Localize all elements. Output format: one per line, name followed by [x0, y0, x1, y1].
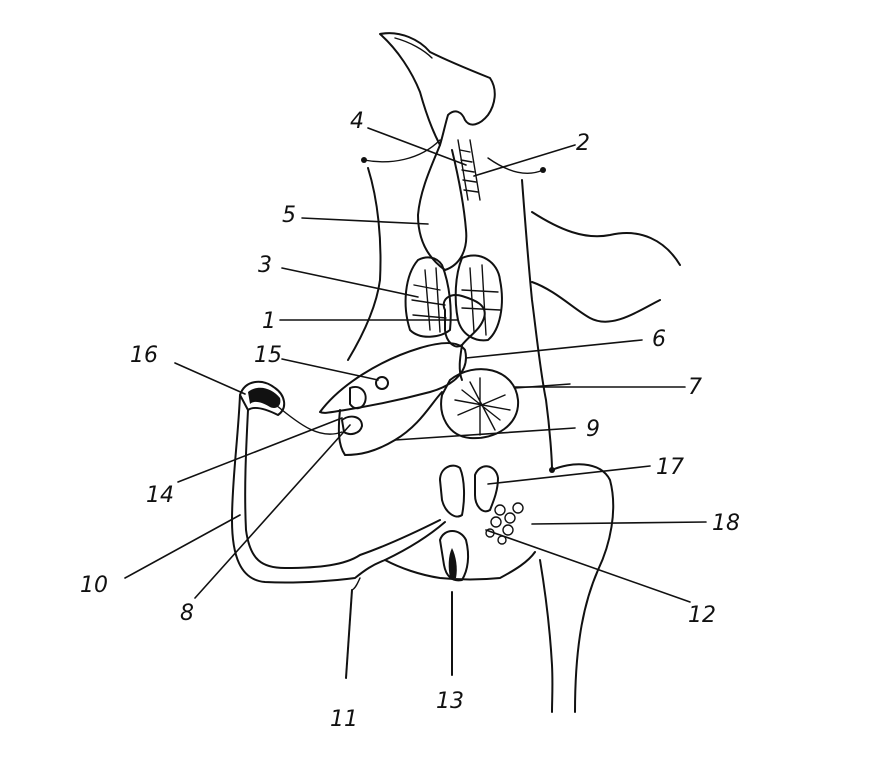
body-outline [347, 32, 681, 471]
label-1: 1 [262, 309, 276, 334]
label-10: 10 [80, 573, 108, 598]
label-11: 11 [330, 707, 358, 732]
lower-organs [345, 463, 615, 713]
number-labels: 1 2 3 4 5 6 7 8 9 10 11 12 13 14 15 16 1… [80, 109, 740, 732]
leader-lines [124, 127, 707, 603]
heart [442, 294, 486, 348]
liver-stomach [319, 342, 571, 456]
label-5: 5 [282, 203, 296, 228]
label-12: 12 [688, 603, 716, 628]
duct-loop [231, 380, 446, 584]
label-3: 3 [258, 253, 272, 278]
label-2: 2 [576, 131, 590, 156]
label-9: 9 [586, 417, 600, 442]
lung-pair [404, 254, 503, 342]
label-18: 18 [712, 511, 740, 536]
label-4: 4 [350, 109, 364, 134]
label-15: 15 [254, 343, 282, 368]
label-7: 7 [688, 375, 702, 400]
label-16: 16 [130, 343, 158, 368]
label-6: 6 [652, 327, 666, 352]
label-8: 8 [180, 601, 194, 626]
label-13: 13 [436, 689, 464, 714]
label-14: 14 [146, 483, 174, 508]
label-17: 17 [656, 455, 684, 480]
